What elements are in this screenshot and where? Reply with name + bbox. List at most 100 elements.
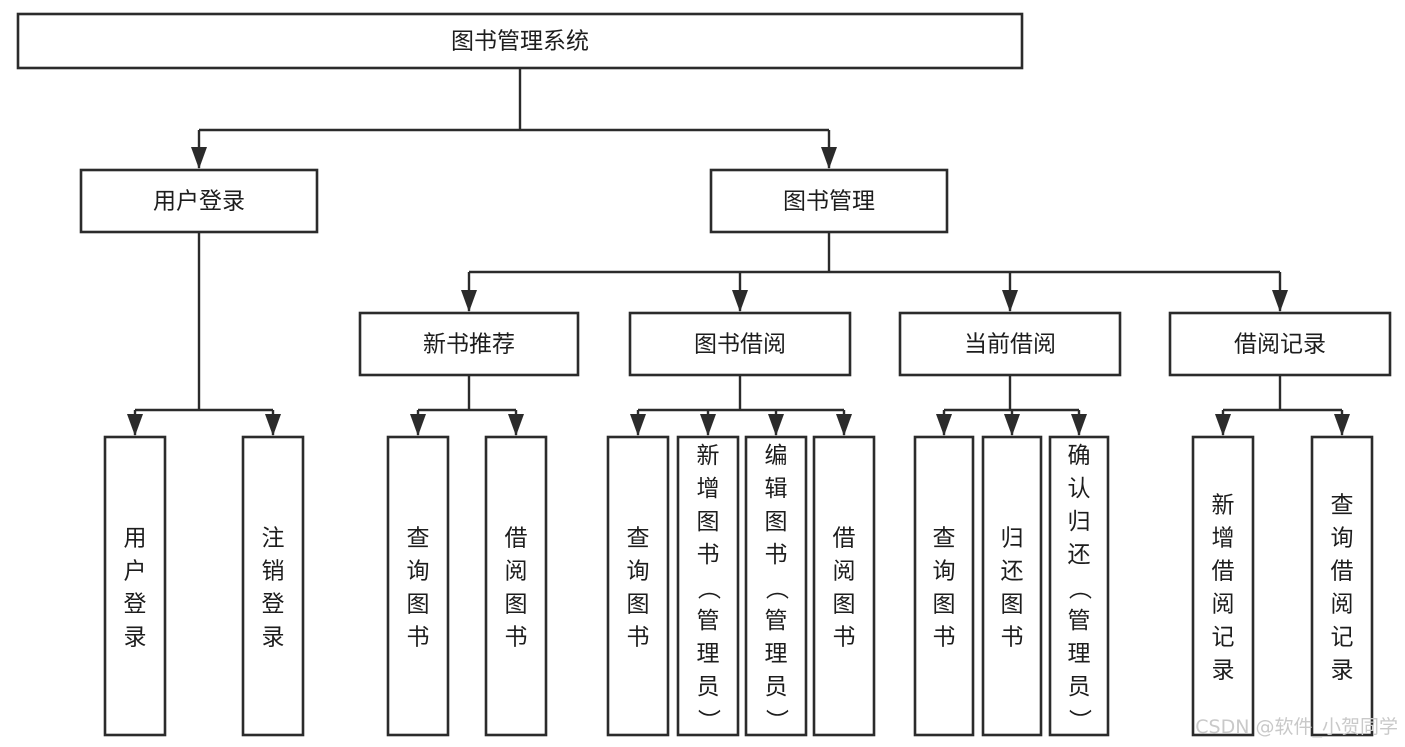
arrow-book_borrow-2: [768, 414, 784, 436]
svg-text:增: 增: [697, 476, 720, 502]
svg-text:管: 管: [765, 608, 788, 634]
arrow-borrow_record-0: [1215, 414, 1231, 436]
arrow-root-to-level2-0: [191, 147, 207, 169]
svg-text:阅: 阅: [1331, 592, 1354, 618]
csdn-watermark: CSDN @软件_小贺同学: [1195, 716, 1398, 738]
svg-text:）: ）: [695, 709, 721, 732]
svg-text:书: 书: [1001, 625, 1024, 651]
node-level3-label-1: 图书借阅: [694, 332, 786, 358]
svg-text:录: 录: [1331, 658, 1354, 684]
svg-text:图: 图: [505, 592, 528, 618]
node-leaf-box-book_borrow-3[interactable]: [812, 435, 876, 737]
svg-text:查: 查: [627, 526, 650, 552]
node-leaf-box-book_borrow-0[interactable]: [606, 435, 670, 737]
svg-text:录: 录: [124, 625, 147, 651]
node-leaf-box-user_login-0[interactable]: [103, 435, 167, 737]
node-leaf-box-book_borrow-1[interactable]: [676, 435, 740, 737]
svg-text:书: 书: [407, 625, 430, 651]
arrow-book_borrow-1: [700, 414, 716, 436]
svg-text:阅: 阅: [833, 559, 856, 585]
svg-text:新: 新: [1212, 493, 1235, 519]
svg-text:借: 借: [1331, 559, 1354, 585]
svg-text:理: 理: [765, 641, 788, 667]
node-level3-box-0[interactable]: [358, 311, 580, 377]
svg-text:）: ）: [1066, 709, 1092, 732]
svg-text:查: 查: [1331, 493, 1354, 519]
node-layer: 图书管理系统用户登录图书管理新书推荐图书借阅当前借阅借阅记录用户登录注销登录查询…: [16, 12, 1392, 737]
node-leaf-box-new_book_recommend-1[interactable]: [484, 435, 548, 737]
svg-text:增: 增: [1212, 526, 1235, 552]
svg-text:登: 登: [124, 592, 147, 618]
node-leaf-box-current_borrow-0[interactable]: [913, 435, 975, 737]
svg-text:辑: 辑: [765, 476, 788, 502]
svg-text:询: 询: [933, 559, 956, 585]
arrow-level2-to-level3-2: [1002, 290, 1018, 312]
node-leaf-box-book_borrow-2[interactable]: [744, 435, 808, 737]
node-leaf-label-user_login-0: 用户登录: [124, 526, 147, 651]
svg-text:员: 员: [697, 674, 720, 700]
arrow-new_book_recommend-1: [508, 414, 524, 436]
svg-text:）: ）: [763, 709, 789, 732]
svg-text:（: （: [1066, 577, 1092, 600]
svg-text:询: 询: [407, 559, 430, 585]
arrow-current_borrow-2: [1071, 414, 1087, 436]
node-level2-box-1[interactable]: [709, 168, 949, 234]
svg-text:询: 询: [627, 559, 650, 585]
svg-text:管: 管: [1068, 608, 1091, 634]
svg-text:询: 询: [1331, 526, 1354, 552]
svg-text:图: 图: [933, 592, 956, 618]
svg-text:注: 注: [262, 526, 285, 552]
svg-text:查: 查: [407, 526, 430, 552]
svg-text:图: 图: [697, 509, 720, 535]
svg-text:录: 录: [262, 625, 285, 651]
node-level2-label-1: 图书管理: [783, 189, 875, 215]
svg-text:（: （: [695, 577, 721, 600]
svg-text:认: 认: [1068, 476, 1091, 502]
node-level2-label-0: 用户登录: [153, 189, 245, 215]
node-level3-box-3[interactable]: [1168, 311, 1392, 377]
node-leaf-box-current_borrow-2[interactable]: [1048, 435, 1110, 737]
svg-text:书: 书: [833, 625, 856, 651]
svg-text:阅: 阅: [505, 559, 528, 585]
arrow-book_borrow-3: [836, 414, 852, 436]
node-leaf-box-borrow_record-0[interactable]: [1191, 435, 1255, 737]
svg-text:书: 书: [765, 542, 788, 568]
svg-text:归: 归: [1068, 509, 1091, 535]
node-root-label: 图书管理系统: [451, 29, 589, 55]
svg-text:借: 借: [833, 526, 856, 552]
svg-text:还: 还: [1068, 542, 1091, 568]
svg-text:书: 书: [627, 625, 650, 651]
svg-text:图: 图: [407, 592, 430, 618]
node-leaf-box-current_borrow-1[interactable]: [981, 435, 1043, 737]
arrow-book_borrow-0: [630, 414, 646, 436]
node-leaf-box-user_login-1[interactable]: [241, 435, 305, 737]
svg-text:借: 借: [1212, 559, 1235, 585]
svg-text:销: 销: [262, 559, 285, 585]
arrow-level2-to-level3-1: [732, 290, 748, 312]
node-leaf-box-borrow_record-1[interactable]: [1310, 435, 1374, 737]
node-level3-box-2[interactable]: [898, 311, 1122, 377]
svg-text:户: 户: [124, 559, 147, 585]
node-level3-label-0: 新书推荐: [423, 332, 515, 358]
node-root-box[interactable]: [16, 12, 1024, 70]
svg-text:阅: 阅: [1212, 592, 1235, 618]
connector-layer: [127, 68, 1350, 436]
svg-text:归: 归: [1001, 526, 1024, 552]
svg-text:书: 书: [505, 625, 528, 651]
node-level3-box-1[interactable]: [628, 311, 852, 377]
arrow-new_book_recommend-0: [410, 414, 426, 436]
svg-text:还: 还: [1001, 559, 1024, 585]
node-level2-box-0[interactable]: [79, 168, 319, 234]
arrow-user_login-1: [265, 414, 281, 436]
arrow-level2-to-level3-0: [461, 290, 477, 312]
node-leaf-box-new_book_recommend-0[interactable]: [386, 435, 450, 737]
svg-text:录: 录: [1212, 658, 1235, 684]
svg-text:（: （: [763, 577, 789, 600]
